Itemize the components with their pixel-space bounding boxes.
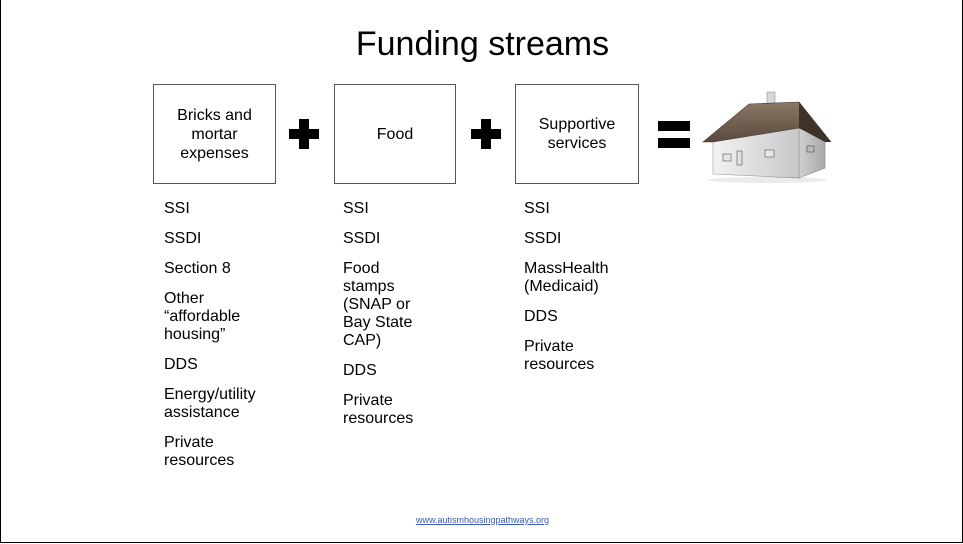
box-label-line: services — [547, 135, 607, 152]
slide-title: Funding streams — [355, 25, 610, 63]
box-label-line: Food — [376, 125, 414, 143]
box-label-line: Supportive — [538, 116, 616, 133]
supportive-services-box: Supportive services — [515, 84, 639, 184]
list-item: Private resources — [164, 434, 235, 469]
list-item: Section 8 — [164, 260, 231, 277]
list-item: MassHealth (Medicaid) — [524, 260, 609, 295]
footer-link[interactable]: www.autismhousingpathways.org — [415, 515, 550, 525]
house-icon — [702, 91, 832, 183]
equals-sign-icon — [658, 121, 690, 148]
list-item: SSI — [524, 200, 550, 217]
list-item: SSDI — [343, 230, 381, 247]
list-item: Private resources — [524, 338, 595, 373]
list-item: DDS — [164, 356, 198, 373]
box-label-line: expenses — [180, 144, 249, 162]
plus-sign-icon — [289, 119, 319, 149]
food-list: SSI SSDI Food stamps (SNAP or Bay State … — [343, 200, 443, 440]
supportive-services-list: SSI SSDI MassHealth (Medicaid) DDS Priva… — [524, 200, 634, 386]
bricks-and-mortar-list: SSI SSDI Section 8 Other “affordable hou… — [164, 200, 294, 482]
list-item: SSI — [343, 200, 369, 217]
box-label-line: mortar — [191, 125, 238, 143]
list-item: DDS — [524, 308, 558, 325]
food-box: Food — [334, 84, 456, 184]
box-label-line: Bricks and — [177, 106, 252, 124]
list-item: SSI — [164, 200, 190, 217]
plus-sign-icon — [471, 119, 501, 149]
list-item: SSDI — [524, 230, 562, 247]
list-item: SSDI — [164, 230, 202, 247]
list-item: Food stamps (SNAP or Bay State CAP) — [343, 260, 413, 349]
list-item: Other “affordable housing” — [164, 290, 241, 343]
list-item: Energy/utility assistance — [164, 386, 256, 421]
list-item: DDS — [343, 362, 377, 379]
bricks-and-mortar-box: Bricks and mortar expenses — [153, 84, 276, 184]
list-item: Private resources — [343, 392, 414, 427]
